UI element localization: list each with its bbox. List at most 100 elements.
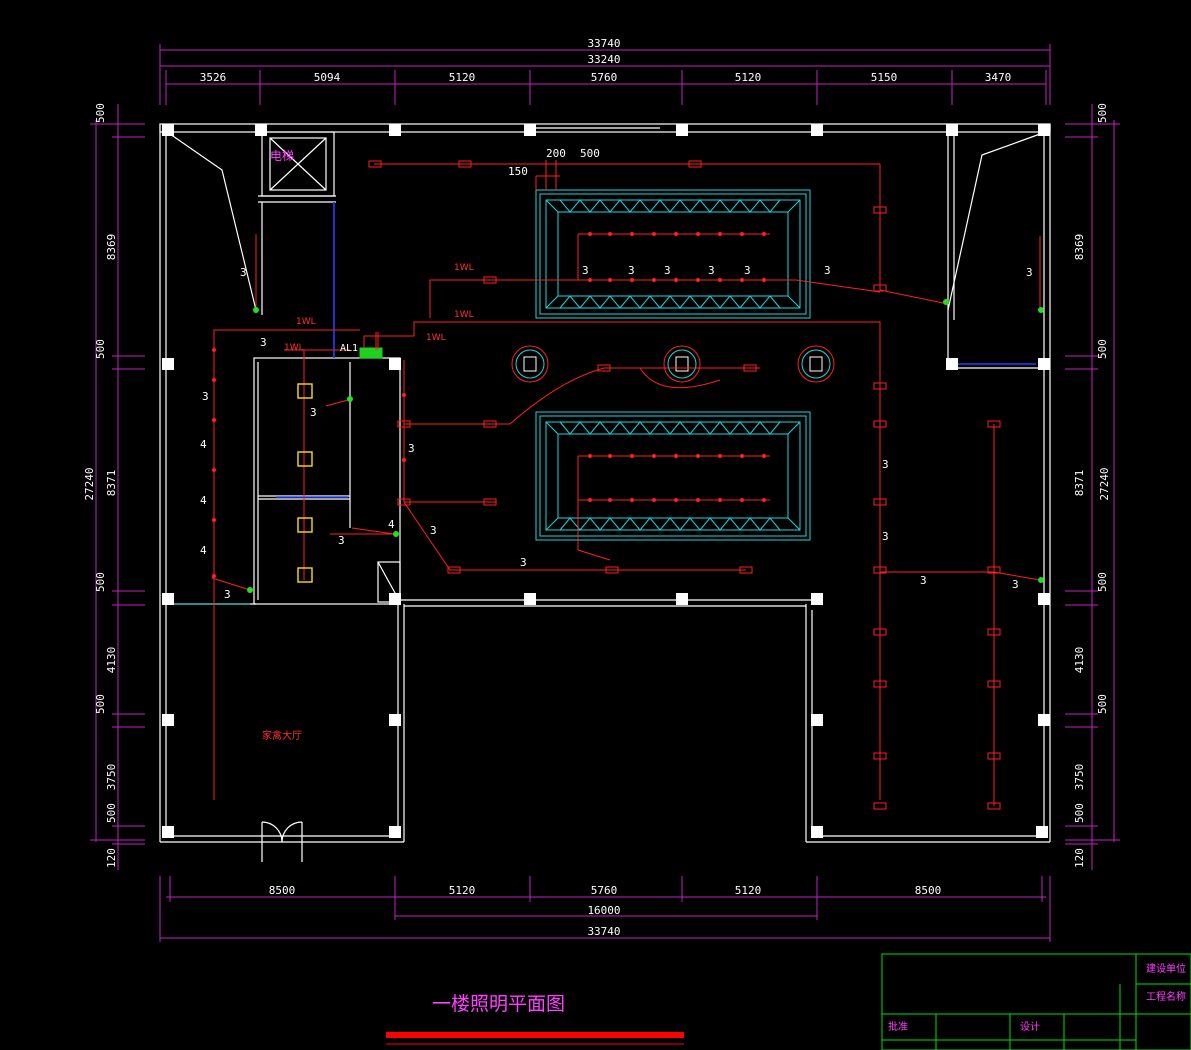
downlights [212,232,766,578]
dim-left-seg-7: 500 [94,694,107,714]
dim-top-seg-5: 5120 [735,71,762,84]
dim-bottom-mid: 16000 [587,904,620,917]
dim-left-seg-4: 8371 [105,470,118,497]
bottom-dimensions: 8500 5120 5760 5120 8500 16000 33740 [159,876,1051,942]
dim-left-seg-5: 500 [94,572,107,592]
dim-top-seg-6: 5150 [871,71,898,84]
ceiling-upper [535,189,811,319]
dim-right-seg-5: 500 [1096,572,1109,592]
svg-text:3: 3 [408,442,415,455]
svg-text:3: 3 [310,406,317,419]
walls [159,123,1051,862]
dim-left-seg-8: 3750 [105,764,118,791]
right-dimensions: 500 8369 500 8371 500 4130 500 3750 500 … [1065,103,1120,870]
panel-label: AL1 [340,343,358,354]
svg-text:1WL: 1WL [454,263,474,273]
dim-right-seg-7: 500 [1096,694,1109,714]
svg-text:3: 3 [882,458,889,471]
blue-partitions [168,202,1036,605]
svg-text:3: 3 [1012,578,1019,591]
svg-text:4: 4 [200,438,207,451]
wiring [211,160,1041,806]
title-underline-thick [386,1032,684,1038]
dim-top-seg-7: 3470 [985,71,1012,84]
dim-top-total-outer: 33740 [587,37,620,50]
svg-text:3: 3 [920,574,927,587]
dim-left-seg-1: 500 [94,103,107,123]
dim-left-total: 27240 [83,467,96,500]
lobby-label: 家禽大厅 [262,729,302,742]
dim-top-total-inner: 33240 [587,53,620,66]
svg-text:1WL: 1WL [296,317,316,327]
lamp-fixtures [368,160,1001,810]
dim-right-seg-3: 500 [1096,339,1109,359]
dim-right-seg-4: 8371 [1073,470,1086,497]
svg-text:3: 3 [202,390,209,403]
svg-text:3: 3 [224,588,231,601]
svg-text:3: 3 [338,534,345,547]
ceiling-lower [535,411,811,541]
dim-bottom-seg-4: 5120 [735,884,762,897]
dim-right-seg-1: 500 [1096,103,1109,123]
dim-top-seg-2: 5094 [314,71,341,84]
svg-text:1WL: 1WL [284,343,304,353]
svg-text:4: 4 [200,494,207,507]
dim-left-seg-6: 4130 [105,647,118,674]
title-block-project: 工程名称 [1146,990,1186,1003]
svg-text:3: 3 [260,336,267,349]
dim-right-seg-9: 500 [1073,803,1086,823]
elevator-label: 电梯 [270,149,294,163]
switches [247,299,1044,593]
dim-right-seg-2: 8369 [1073,234,1086,261]
svg-text:3: 3 [882,530,889,543]
dim-left-seg-10: 120 [105,848,118,868]
columns [162,124,1050,838]
title-block-approve: 批准 [888,1020,908,1033]
dim-bottom-seg-1: 8500 [269,884,296,897]
dim-right-seg-6: 4130 [1073,647,1086,674]
dim-left-seg-9: 500 [105,803,118,823]
svg-text:1WL: 1WL [454,310,474,320]
dim-bottom-total: 33740 [587,925,620,938]
dim-bottom-seg-2: 5120 [449,884,476,897]
drawing-title: 一楼照明平面图 [386,993,684,1045]
svg-text:3: 3 [582,264,589,277]
svg-text:3: 3 [520,556,527,569]
title-block-design: 设计 [1020,1020,1040,1033]
ceiling-detail-dims: 200 500 150 [508,147,600,178]
yellow-fixtures [297,383,313,583]
svg-text:3: 3 [628,264,635,277]
dim-left-seg-3: 500 [94,339,107,359]
left-dimensions: 500 8369 500 8371 500 4130 500 3750 500 … [83,103,145,870]
svg-text:3: 3 [664,264,671,277]
wire-count-labels: 3 3 3 4 4 4 3 3 3 3 4 3 3 3 3 3 3 3 3 3 … [200,264,1033,601]
svg-text:4: 4 [200,544,207,557]
detail-dim-150: 150 [508,165,528,178]
circuit-tags: 1WL 1WL 1WL 1WL 1WL [284,263,474,353]
dim-right-seg-10: 120 [1073,848,1086,868]
dim-bottom-seg-5: 8500 [915,884,942,897]
svg-text:4: 4 [388,518,395,531]
svg-text:3: 3 [824,264,831,277]
svg-text:3: 3 [708,264,715,277]
dim-right-total: 27240 [1098,467,1111,500]
title-block: 建设单位 工程名称 批准 设计 [881,953,1191,1050]
drawing-title-text: 一楼照明平面图 [432,993,565,1015]
detail-dim-500: 500 [580,147,600,160]
dim-top-seg-4: 5760 [591,71,618,84]
dim-top-seg-1: 3526 [200,71,227,84]
dim-top-seg-3: 5120 [449,71,476,84]
svg-text:3: 3 [430,524,437,537]
dim-right-seg-8: 3750 [1073,764,1086,791]
round-ceiling-lights [511,345,835,383]
svg-text:1WL: 1WL [426,333,446,343]
svg-text:3: 3 [240,266,247,279]
room-labels: 电梯 家禽大厅 AL1 [262,149,358,742]
title-block-owner: 建设单位 [1146,962,1186,975]
svg-text:3: 3 [1026,266,1033,279]
detail-dim-200: 200 [546,147,566,160]
dim-left-seg-2: 8369 [105,234,118,261]
svg-text:3: 3 [744,264,751,277]
dim-bottom-seg-3: 5760 [591,884,618,897]
